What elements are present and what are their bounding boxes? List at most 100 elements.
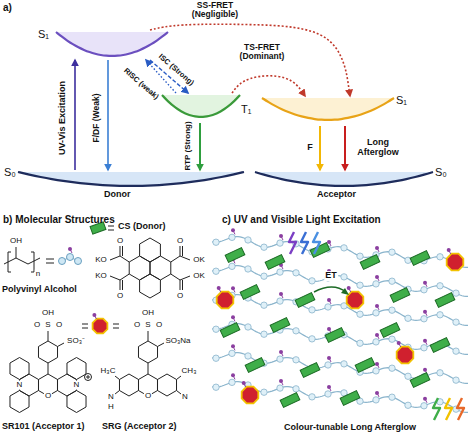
polymer-chain [421, 345, 427, 351]
polymer-chain [212, 324, 468, 355]
donor-icon [430, 338, 450, 353]
linker-pin [347, 286, 351, 290]
sr101-structure [67, 391, 86, 413]
polymer-chain [293, 357, 299, 363]
acceptor-icon [447, 254, 464, 271]
cs-structure [110, 276, 120, 280]
polymer-chain [213, 239, 219, 245]
polymer-chain [325, 362, 331, 368]
polymer-chain [437, 283, 443, 289]
pva-structure [46, 259, 54, 260]
srg-structure [157, 374, 176, 396]
polymer-chain [389, 336, 395, 342]
sr101-structure [10, 391, 29, 413]
polymer-chain [389, 249, 395, 255]
cs-structure [182, 280, 183, 290]
polymer-chain [245, 266, 251, 272]
acceptor-icon [82, 328, 88, 329]
polymer-chain [277, 385, 283, 391]
pva-structure [31, 252, 34, 272]
atom-label: N [16, 381, 24, 390]
sr101-structure [38, 341, 57, 363]
molecule-name: Polyvinyl Alcohol [2, 285, 77, 295]
level-glow [162, 95, 240, 117]
polymer-chain [245, 353, 251, 359]
polymer-chain [212, 295, 468, 326]
atom-label: O [144, 392, 152, 401]
polymer-chain [309, 307, 315, 313]
pva-structure [8, 252, 11, 272]
polymer-chain [229, 379, 235, 385]
energy-transfer-arrow [314, 287, 346, 292]
cs-structure [120, 246, 121, 256]
transition-arrow [344, 126, 346, 170]
polymer-chain [212, 382, 468, 413]
molecule-name: CS (Donor) [118, 222, 166, 232]
atom-label: OH [41, 309, 55, 318]
atom-label: SO₃Na [164, 337, 191, 346]
level-curve [56, 32, 168, 56]
cs-structure [122, 246, 123, 256]
atom-label: SO₃⁻ [66, 337, 86, 346]
acceptor-icon [113, 324, 119, 325]
linker-pin [231, 344, 235, 348]
acceptor-icon [397, 347, 414, 364]
linker-pin [375, 391, 379, 395]
polymer-chain [293, 270, 299, 276]
polymer-chain [389, 278, 395, 284]
sr101-structure [48, 331, 49, 341]
cs-structure [122, 280, 123, 290]
energy-level: S₀Acceptor [255, 170, 455, 210]
atom-label: H [107, 403, 115, 412]
acceptor-icon [93, 319, 108, 334]
donor-icon [240, 285, 260, 300]
donor-icon [325, 328, 345, 343]
srg-structure [148, 363, 149, 374]
cs-structure [108, 226, 114, 227]
pva-structure [46, 263, 54, 264]
polymer-chain [261, 244, 267, 250]
polymer-chain [357, 282, 363, 288]
polymer-chain [341, 274, 347, 280]
acceptor-icon [82, 324, 88, 325]
polymer-chain [389, 394, 395, 400]
transition-label: F/DF (Weak) [92, 94, 101, 143]
transition-label: RISC (weak) [122, 67, 160, 102]
linker-pin [423, 339, 427, 343]
energy-transfer-arrow [314, 287, 349, 295]
process-label: ET [324, 271, 338, 281]
atom-label: KO [94, 256, 108, 265]
atom-label: KO [94, 272, 108, 281]
energy-transfer-arrow [341, 288, 349, 295]
polymer-chain [245, 237, 251, 243]
polymer-chain [373, 368, 379, 374]
level-curve [262, 98, 394, 120]
atom-label: OH [9, 237, 23, 246]
level-curve [18, 172, 244, 186]
potential-curve [150, 93, 253, 123]
transition-arrow [199, 123, 201, 170]
atom-label: S [44, 321, 51, 330]
polymer-chain [437, 312, 443, 318]
sr101-structure [85, 374, 92, 381]
transition-arrow [150, 24, 350, 96]
transition-label: Long Afterglow [352, 138, 404, 158]
light-bolt [313, 232, 320, 254]
srg-structure [115, 391, 120, 395]
acceptor-icon [242, 387, 259, 404]
linker-pin [279, 292, 283, 296]
polymer-chain [405, 373, 411, 379]
energy-level: S₀Donor [4, 170, 249, 210]
atom-label: O [55, 321, 63, 330]
atom-label: N [73, 381, 81, 390]
linker-pin [423, 397, 427, 401]
polymer-chain [437, 370, 443, 376]
light-bolt [301, 232, 308, 254]
transition-label: F [307, 143, 313, 153]
linker-pin [327, 327, 331, 331]
acceptor-icon [347, 292, 364, 309]
cs-structure [180, 280, 181, 290]
pva-icon [59, 258, 66, 265]
polymer-chain [421, 287, 427, 293]
